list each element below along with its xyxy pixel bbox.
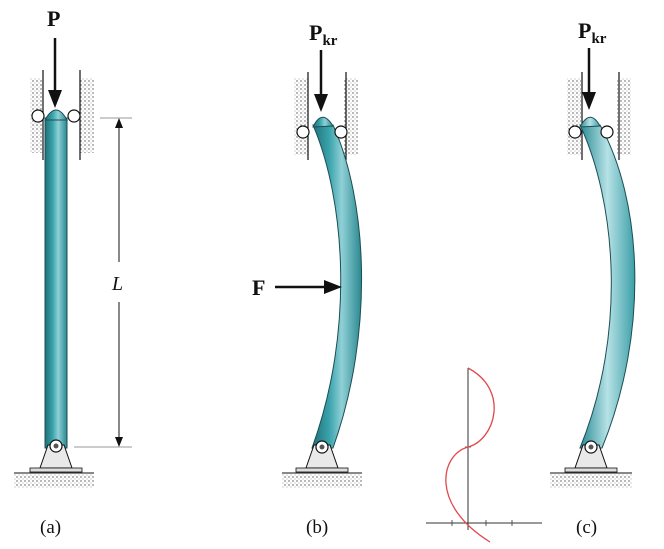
- mode-shape-sketch: [426, 367, 542, 543]
- length-label: L: [111, 273, 123, 295]
- wall-left-b: [294, 78, 308, 155]
- wall-right-c: [617, 78, 631, 155]
- roller-left-b: [296, 125, 310, 139]
- force-label-b: F: [252, 275, 265, 300]
- wall-left-c: [567, 78, 581, 155]
- caption-b: (b): [306, 517, 328, 538]
- roller-right-c: [600, 125, 614, 139]
- caption-c: (c): [576, 517, 597, 538]
- load-label-c: Pkr: [578, 18, 607, 47]
- roller-right-a: [67, 109, 81, 123]
- column-b: [311, 124, 363, 449]
- column-a: [44, 117, 68, 449]
- wall-right-a: [80, 78, 94, 153]
- length-dimension: L: [74, 117, 132, 448]
- figure-c: Pkr (c): [550, 18, 636, 538]
- roller-left-c: [568, 125, 582, 139]
- wall-right-b: [344, 78, 358, 155]
- column-c: [579, 124, 636, 449]
- pin-support-a: [14, 439, 94, 488]
- pin-support-b: [282, 440, 362, 488]
- figure-b: Pkr F (b): [252, 20, 363, 538]
- load-label-a: P: [47, 6, 60, 31]
- pin-support-c: [550, 440, 632, 488]
- figure-a: P L (a): [14, 6, 132, 538]
- sketch-curve: [445, 367, 495, 543]
- roller-left-a: [31, 109, 45, 123]
- caption-a: (a): [40, 517, 61, 538]
- load-label-b: Pkr: [309, 20, 338, 49]
- roller-right-b: [334, 125, 348, 139]
